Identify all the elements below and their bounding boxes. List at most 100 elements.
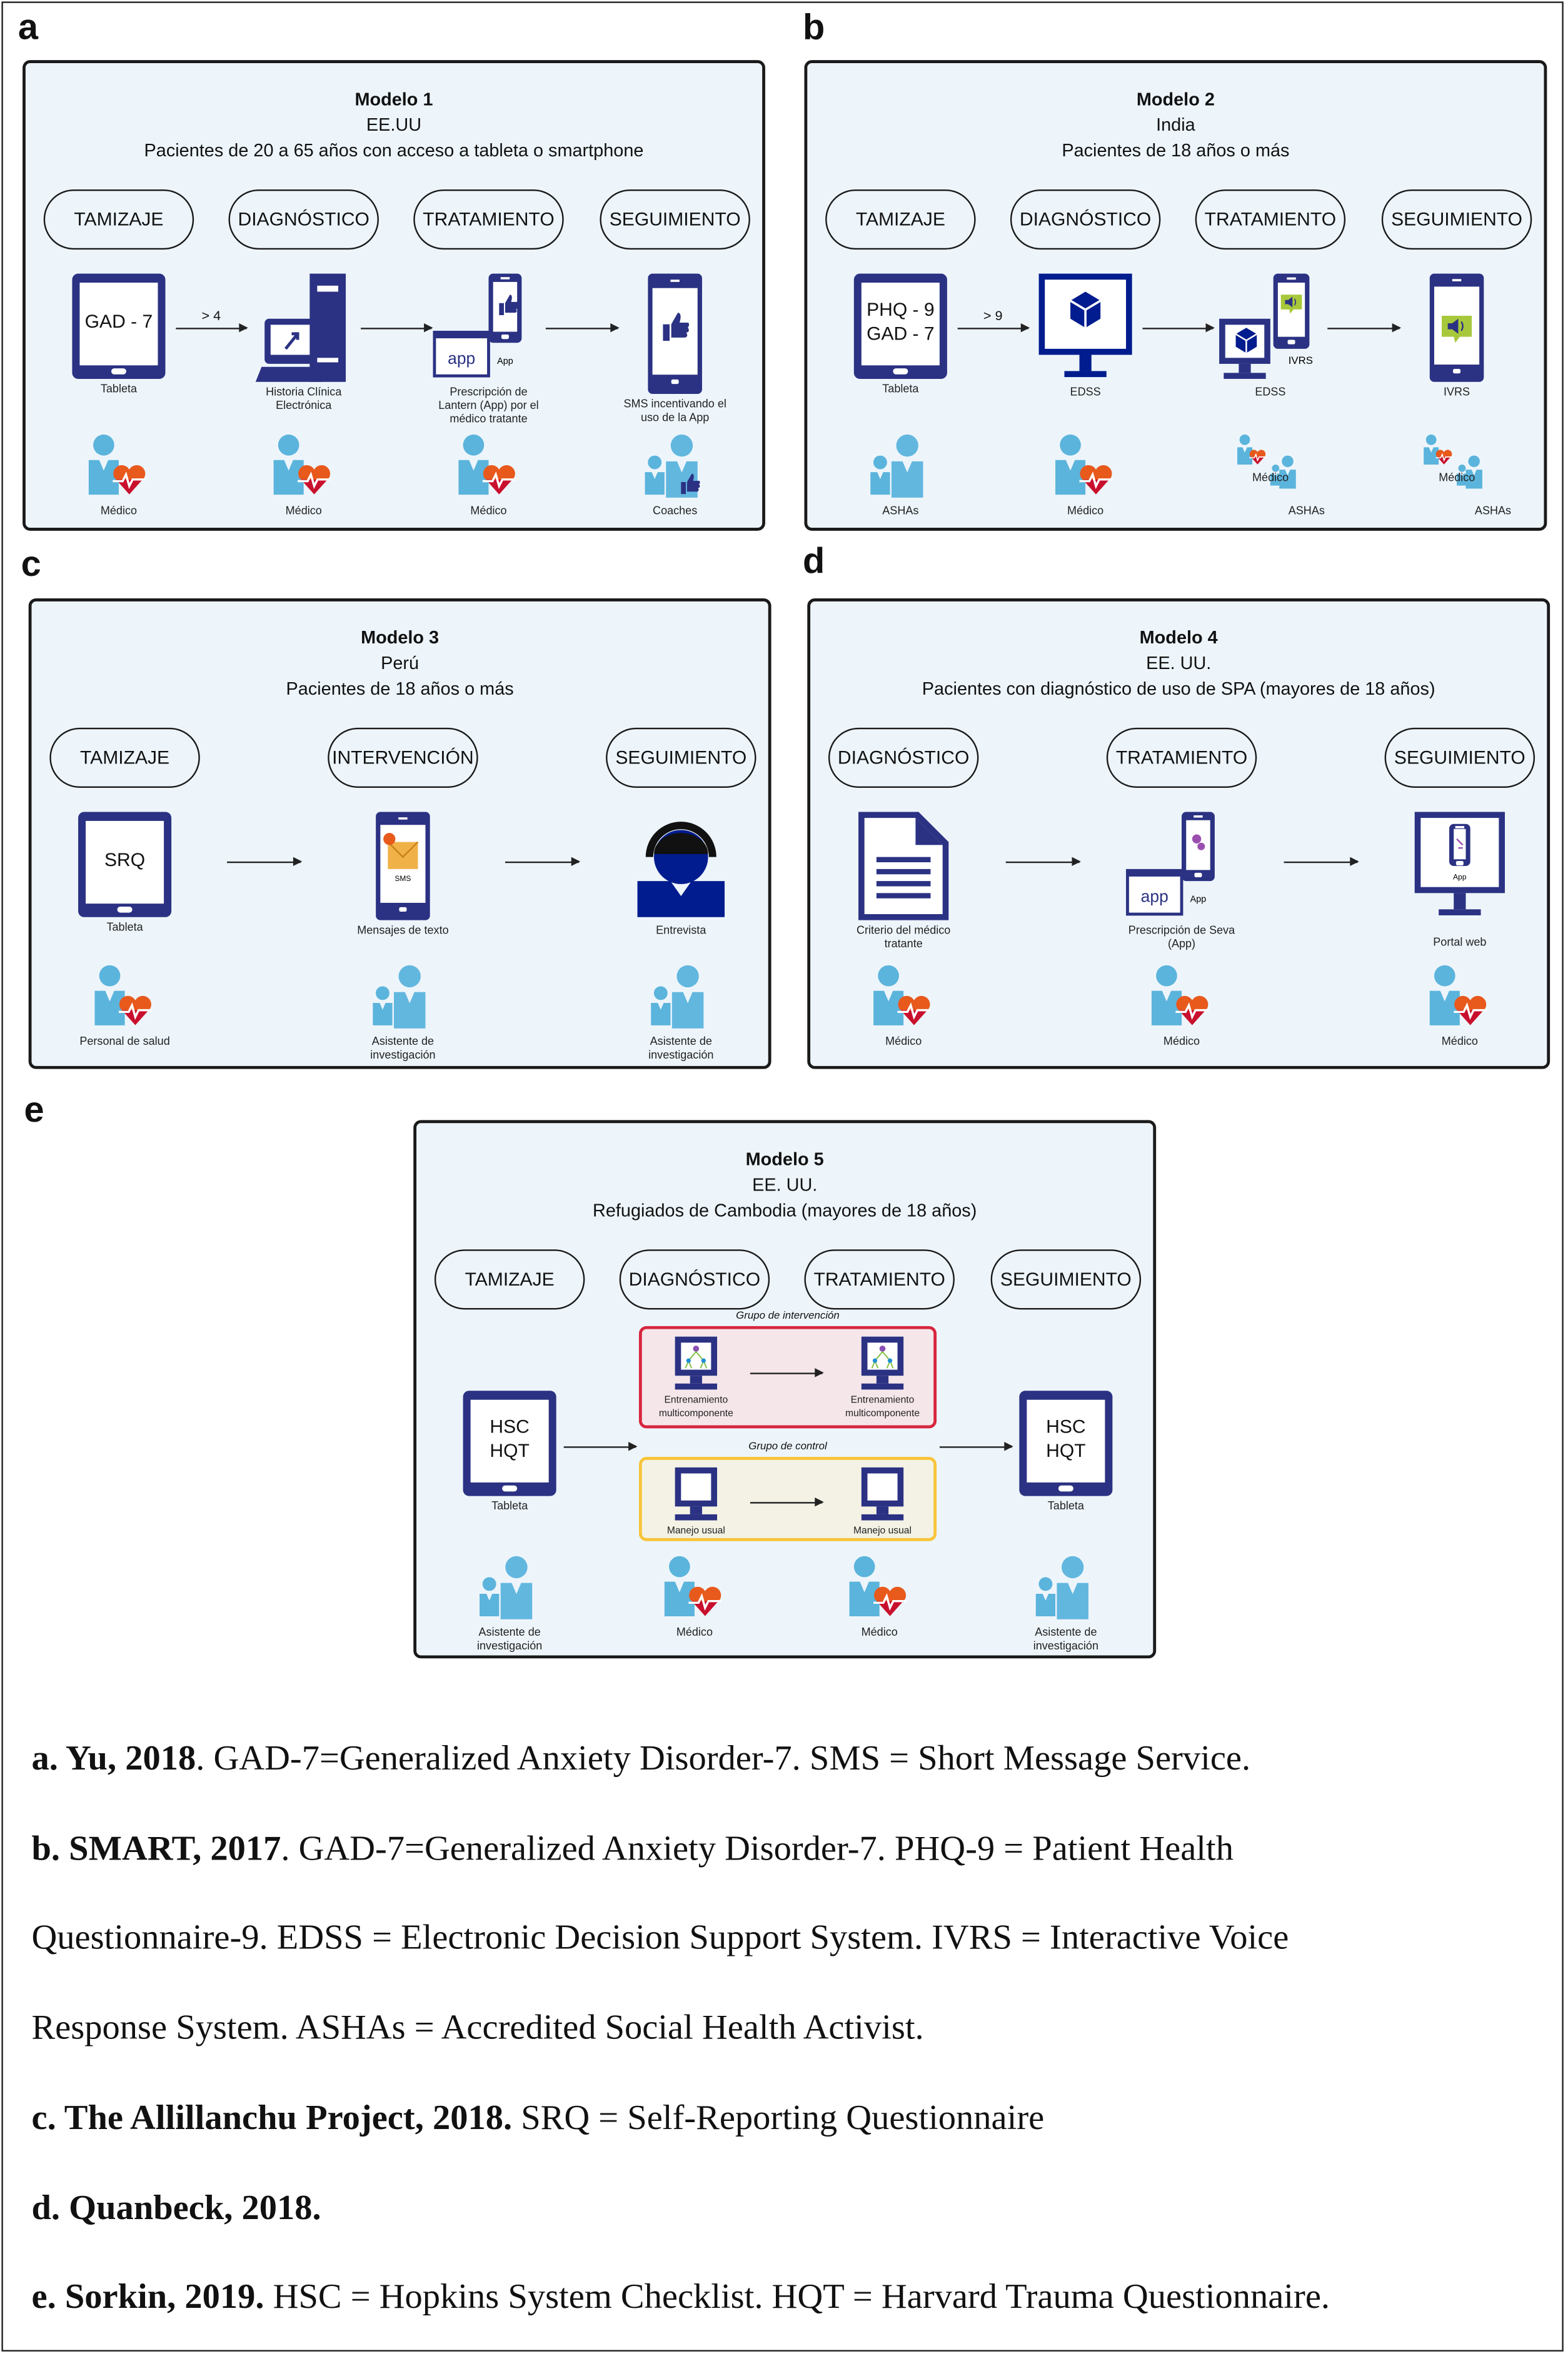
- doctor-icon: [398, 434, 579, 501]
- stage-pill: TRATAMIENTO: [1195, 189, 1346, 250]
- svg-text:app: app: [448, 349, 475, 368]
- training-monitor-icon: [636, 1336, 756, 1394]
- phone-sms-icon: SMS: [313, 812, 493, 920]
- panel-letter: a: [18, 8, 38, 48]
- panel-letter: b: [803, 8, 825, 48]
- actor-caption: Asistente de investigación: [1033, 1625, 1098, 1653]
- stage-pill: DIAGNÓSTICO: [619, 1249, 770, 1310]
- panel-letter: d: [803, 541, 825, 582]
- group-item-caption: Entrenamiento multicomponente: [658, 1395, 733, 1419]
- item-caption: Entrevista: [656, 923, 706, 937]
- item-caption: Criterio del médico tratante: [856, 923, 951, 950]
- actor-caption: Médico: [1067, 503, 1104, 518]
- actor-caption: Médico: [100, 503, 138, 518]
- svg-text:PHQ - 9: PHQ - 9: [867, 300, 935, 320]
- caption-line: b. SMART, 2017. GAD-7=Generalized Anxiet…: [31, 1830, 1233, 1870]
- actor: Médico: [995, 434, 1176, 518]
- actor-caption: Médico: [885, 1034, 922, 1049]
- model-region: EE. UU.: [752, 1174, 818, 1196]
- threshold-label: > 4: [201, 308, 221, 323]
- actor: ASHAs: [810, 434, 991, 517]
- caption-text: . GAD-7=Generalized Anxiety Disorder-7. …: [196, 1739, 1251, 1779]
- svg-text:IVRS: IVRS: [1289, 355, 1313, 366]
- group-item-caption: Manejo usual: [666, 1526, 725, 1537]
- actor-caption: Asistente de investigación: [370, 1034, 436, 1062]
- stage-pill: TRATAMIENTO: [804, 1249, 955, 1310]
- stage-pill: SEGUIMIENTO: [1384, 727, 1535, 788]
- stage-pill: SEGUIMIENTO: [600, 189, 750, 250]
- actor-caption: Personal de salud: [79, 1034, 170, 1049]
- caption-line: a. Yu, 2018. GAD-7=Generalized Anxiety D…: [31, 1739, 1250, 1780]
- flow-item: SMS Mensajes de texto: [313, 812, 493, 937]
- flow-arrow: [505, 857, 581, 867]
- flow-arrow: [563, 1442, 638, 1451]
- flow-arrow: [939, 1442, 1013, 1451]
- caption-line: Response System. ASHAs = Accredited Soci…: [31, 2009, 923, 2050]
- doctor-icon: [213, 434, 394, 501]
- item-caption: Mensajes de texto: [357, 923, 449, 937]
- svg-text:HSC: HSC: [490, 1417, 529, 1437]
- model-population: Pacientes con diagnóstico de uso de SPA …: [922, 678, 1435, 700]
- stage-pill: SEGUIMIENTO: [606, 727, 756, 788]
- people-group-icon: [591, 965, 771, 1032]
- model-population: Pacientes de 18 años o más: [286, 678, 514, 700]
- flow-item: SMS incentivando el uso de la App: [585, 273, 765, 424]
- actor: Médico: [1370, 965, 1550, 1048]
- doctor-icon: [813, 965, 994, 1032]
- stage-pill: TAMIZAJE: [49, 727, 200, 788]
- group-item-caption: Manejo usual: [853, 1526, 912, 1537]
- model-population: Pacientes de 20 a 65 años con acceso a t…: [144, 139, 644, 161]
- flow-item: SRQ Tableta: [34, 812, 215, 934]
- actor-caption: Asistente de investigación: [477, 1625, 543, 1653]
- actor: Personal de salud: [34, 965, 215, 1048]
- caption-reference: d. Quanbeck, 2018.: [31, 2189, 321, 2228]
- flow-arrow: [227, 857, 303, 867]
- flow-item: Historia Clínica Electrónica: [213, 273, 394, 412]
- tablet-icon: SRQ: [34, 812, 215, 917]
- item-caption: Prescripción de Seva (App): [1128, 923, 1235, 950]
- svg-text:HSC: HSC: [1046, 1417, 1085, 1437]
- svg-text:SRQ: SRQ: [104, 850, 145, 870]
- stage-pill: DIAGNÓSTICO: [828, 727, 979, 788]
- svg-text:HQT: HQT: [1046, 1441, 1085, 1461]
- item-caption: EDSS: [1070, 385, 1101, 399]
- model-population: Refugiados de Cambodia (mayores de 18 añ…: [593, 1199, 977, 1221]
- stage-pill: TAMIZAJE: [825, 189, 976, 250]
- doctor-icon: [1370, 965, 1550, 1032]
- item-caption: Tableta: [106, 920, 143, 934]
- actor: Médico: [398, 434, 579, 517]
- model-region: Perú: [381, 652, 420, 674]
- people-group-icon: [313, 965, 493, 1032]
- people-group-icon: [976, 1556, 1157, 1623]
- doctor-icon: [789, 1556, 970, 1623]
- model-title: Modelo 1: [354, 88, 433, 110]
- caption-text: . GAD-7=Generalized Anxiety Disorder-7. …: [281, 1830, 1234, 1869]
- monitor-icon: [822, 1467, 942, 1524]
- caption-text: HSC = Hopkins System Checklist. HQT = Ha…: [264, 2277, 1330, 2317]
- item-caption: Historia Clínica Electrónica: [266, 385, 342, 412]
- model-region: EE. UU.: [1146, 652, 1212, 674]
- actor-caption: Médico: [861, 1625, 898, 1639]
- group-label: Grupo de intervención: [736, 1311, 840, 1322]
- actor-caption: Médico: [1441, 1034, 1478, 1049]
- svg-text:GAD - 7: GAD - 7: [867, 323, 935, 344]
- control-group-box: Manejo usual Manejo usual: [638, 1457, 937, 1541]
- doctor-icon: [34, 965, 215, 1032]
- stage-pill: SEGUIMIENTO: [1381, 189, 1532, 250]
- actor: Asistente de investigación: [420, 1556, 600, 1653]
- tablet-icon: HSC HQT: [976, 1391, 1157, 1496]
